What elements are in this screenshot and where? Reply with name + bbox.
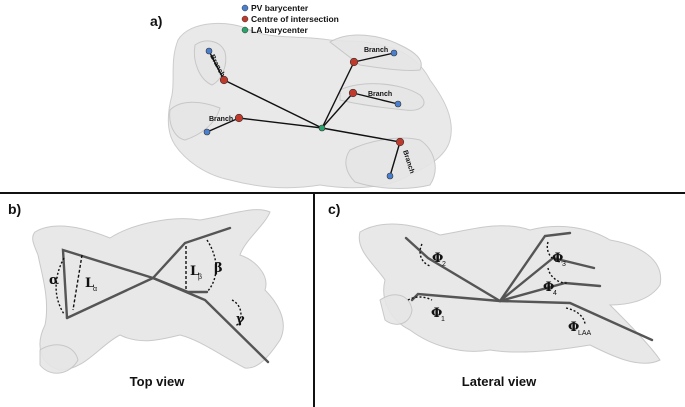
phi4-subscript: 4 (553, 290, 557, 297)
lateral-view-caption: Lateral view (462, 374, 537, 389)
centerline-c-laa (498, 299, 654, 342)
gamma-symbol: γ (236, 312, 245, 327)
phi-laa-arc (565, 307, 586, 325)
centerline-c-phi1 (410, 292, 502, 303)
l-beta-subscript: β (198, 274, 202, 281)
branch-a-5 (389, 141, 401, 177)
centre-of-intersection-marker (234, 113, 244, 123)
l-beta-symbol: L (190, 264, 199, 279)
centerlines-a (206, 50, 401, 177)
alpha-symbol: α (49, 273, 59, 288)
pv-barycenter-marker (205, 47, 213, 55)
legend-swatch-centre-of-intersection (241, 15, 249, 23)
centerline-b-right-lower (151, 276, 270, 364)
alpha-arc (55, 257, 65, 315)
centerline-a-1 (223, 79, 323, 129)
legend-text-centre-of-intersection: Centre of intersection (251, 14, 339, 24)
l-alpha-symbol: L (85, 276, 94, 291)
legend-swatch-la-barycenter (241, 26, 249, 34)
l-alpha-subscript: α (93, 286, 97, 293)
pv-barycenter-marker (390, 49, 398, 57)
centerline-b-left-lower (65, 276, 155, 320)
centerline-a-2 (321, 61, 355, 129)
centre-of-intersection-marker (349, 57, 359, 67)
angle-arrows-c (407, 241, 586, 325)
gamma-arc (231, 299, 242, 327)
panel-a: a) (150, 3, 452, 189)
phi4-arc (547, 267, 569, 284)
panel-b: b) α L α L β β γ Top view (8, 201, 284, 389)
centre-of-intersection-marker (395, 137, 405, 147)
pv-barycenter-marker (203, 128, 211, 136)
phi-laa-symbol: Φ (568, 320, 579, 335)
legend: PV barycenter Centre of intersection LA … (241, 3, 339, 35)
centerline-c-phi3 (498, 231, 572, 303)
phi-laa-subscript: LAA (578, 330, 592, 337)
left-atrium-3d-mesh-b (32, 209, 284, 374)
top-view-caption: Top view (130, 374, 186, 389)
panel-b-label: b) (8, 201, 21, 217)
centerline-a-5 (321, 127, 401, 143)
phi1-subscript: 1 (441, 316, 445, 323)
phi3-arc (546, 241, 563, 263)
phi3-symbol: Φ (552, 251, 563, 266)
phi2-subscript: 2 (442, 261, 446, 268)
branch-label: Branch (209, 116, 233, 123)
markers-a (203, 47, 405, 180)
phi1-symbol: Φ (431, 306, 442, 321)
phi2-symbol: Φ (432, 251, 443, 266)
legend-text-pv-barycenter: PV barycenter (251, 3, 309, 13)
centerline-a-4 (238, 117, 323, 129)
left-atrium-3d-mesh-a (167, 22, 452, 189)
centerline-a-3 (321, 92, 354, 129)
legend-text-la-barycenter: LA barycenter (251, 25, 309, 35)
centre-of-intersection-marker (348, 88, 358, 98)
panel-a-label: a) (150, 13, 162, 29)
angle-arrows-b (55, 239, 242, 327)
beta-arc (206, 239, 217, 293)
pv-barycenter-marker (394, 100, 402, 108)
phi4-symbol: Φ (543, 280, 554, 295)
centerline-b-right-upper (151, 226, 232, 280)
pv-barycenter-marker (386, 172, 394, 180)
beta-symbol: β (214, 261, 223, 276)
branch-a-2 (353, 52, 395, 63)
branch-a-4 (206, 117, 240, 133)
branch-label: Branch (364, 47, 388, 54)
panel-c: c) Φ 2 Φ 1 Φ 3 Φ 4 Φ LAA L (328, 201, 662, 389)
phi2-arc (419, 243, 431, 267)
centerlines-b (61, 226, 270, 364)
la-barycenter-marker (318, 124, 326, 132)
centerline-c-phi2 (404, 236, 502, 303)
centerline-b-left-upper (61, 248, 155, 320)
legend-swatch-pv-barycenter (241, 4, 249, 12)
branch-a-3 (352, 92, 399, 105)
panel-c-label: c) (328, 201, 340, 217)
centre-of-intersection-marker (219, 75, 229, 85)
branch-a-1 (208, 50, 225, 81)
phi1-arc (407, 296, 433, 301)
branch-label: Branch (368, 91, 392, 98)
phi3-subscript: 3 (562, 261, 566, 268)
l-alpha-arrow (72, 254, 83, 311)
